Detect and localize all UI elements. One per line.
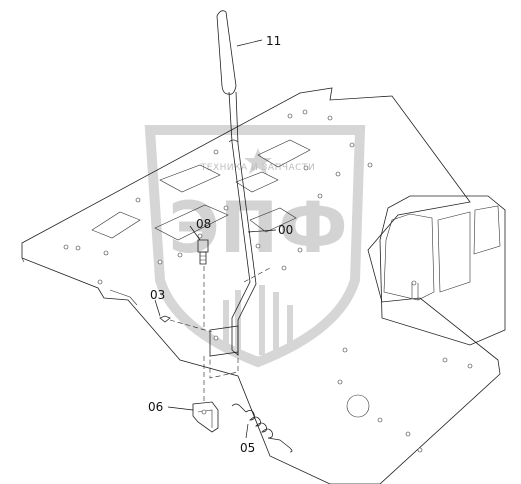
callout-handle: 11 (266, 34, 281, 48)
watermark-towers (223, 285, 293, 355)
assembly-lines (169, 266, 271, 404)
cab (379, 195, 506, 346)
pin (159, 315, 171, 323)
watermark-star-icon (244, 148, 272, 174)
bracket (192, 401, 219, 433)
callout-spring: 05 (240, 441, 255, 455)
watermark-shield (144, 125, 366, 368)
callout-pin: 03 (150, 288, 165, 302)
bolt (197, 239, 209, 265)
callout-bracket: 06 (148, 400, 163, 414)
handle (216, 10, 237, 95)
watermark-logo: ЭПФ (168, 187, 347, 269)
callouts: 11 00 08 03 06 05 (148, 34, 293, 455)
watermark: ТЕХНИКА И ЗАПЧАСТИ ЭПФ (144, 125, 366, 368)
base-plate (21, 87, 501, 484)
spring (231, 403, 293, 453)
callout-lever: 00 (278, 223, 293, 237)
leader-lines (154, 39, 277, 439)
callout-bolt: 08 (196, 217, 211, 231)
watermark-tagline: ТЕХНИКА И ЗАПЧАСТИ (200, 163, 315, 173)
